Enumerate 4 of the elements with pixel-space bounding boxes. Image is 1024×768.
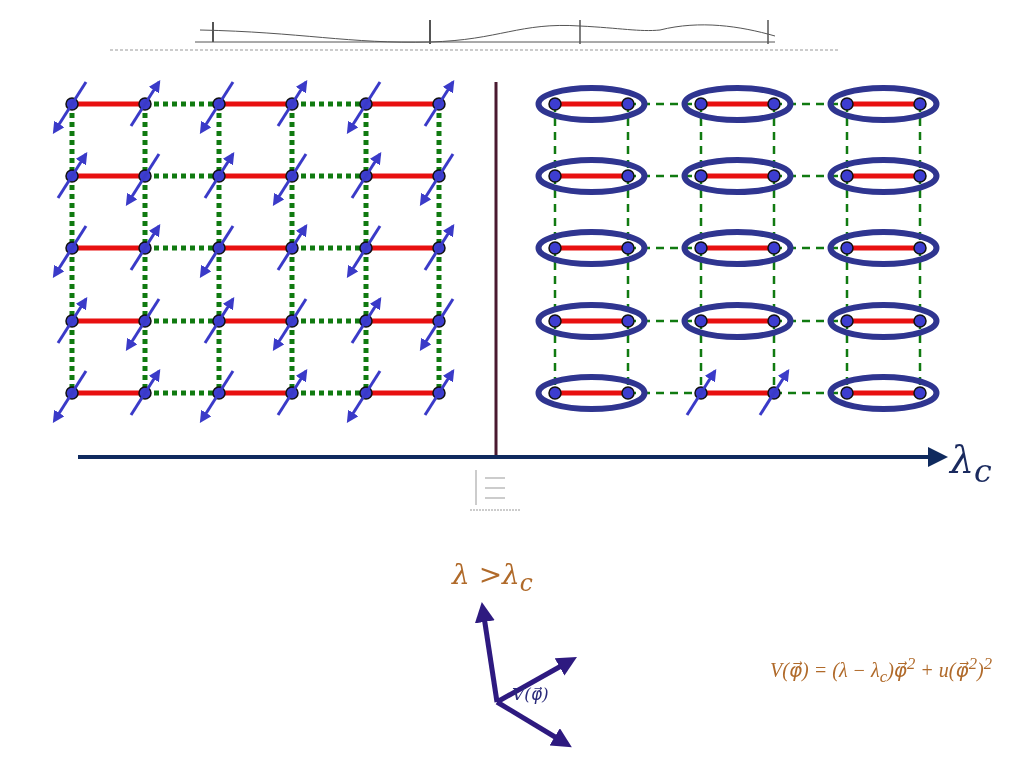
- condition-label: λ >λ$_{c}$: [452, 560, 533, 597]
- potential-formula: V(φ⃗) = (λ − λ$_{c}$)φ⃗$^{2}$ + u(φ⃗$^{2}$)$^{2}$: [770, 655, 992, 686]
- potential-label: V(φ⃗): [512, 685, 549, 704]
- axis-label: λ$_{c}$: [950, 440, 992, 489]
